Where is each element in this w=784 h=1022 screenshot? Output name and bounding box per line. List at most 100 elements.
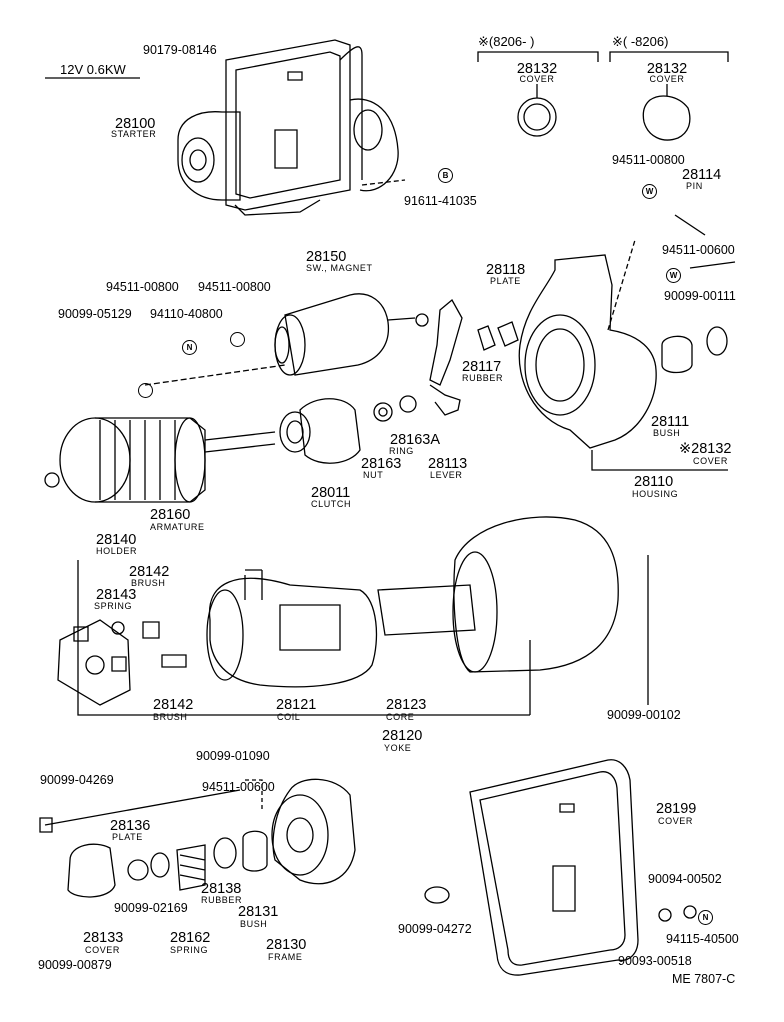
part-94511-00600-a: 94511-00600 — [662, 243, 735, 257]
part-28130-number: 28130 — [266, 937, 307, 953]
part-28110-number: 28110 — [634, 474, 674, 490]
part-28132-c-name: COVER — [693, 456, 729, 466]
part-90099-00111: 90099-00111 — [664, 289, 736, 303]
part-90099-05129: 90099-05129 — [58, 307, 132, 321]
yoke-coil-core-drawing — [207, 517, 648, 705]
part-28160-name: ARMATURE — [150, 522, 205, 532]
cover-28132-drawings — [518, 84, 690, 140]
spec-label: 12V 0.6KW — [60, 62, 126, 77]
part-28150-number: 28150 — [306, 249, 347, 265]
part-28138-number: 28138 — [201, 881, 242, 897]
part-28163-name: NUT — [363, 470, 384, 480]
part-28118-number: 28118 — [486, 262, 526, 278]
brush-holder-drawing — [58, 560, 530, 715]
part-28131-number: 28131 — [238, 904, 279, 920]
part-94511-00800-c: 94511-00800 — [198, 280, 271, 294]
symbol-n-a: N — [182, 340, 197, 355]
part-28118-name: PLATE — [490, 276, 521, 286]
part-28163a-number: 28163A — [390, 432, 440, 448]
part-28138-name: RUBBER — [201, 895, 243, 905]
diagram-code: ME 7807-C — [672, 972, 736, 986]
symbol-w-a: W — [642, 184, 657, 199]
part-28117-name: RUBBER — [462, 373, 504, 383]
variant-a-label: ※(8206- ) — [478, 34, 535, 49]
part-28131-name: BUSH — [240, 919, 268, 929]
part-28163-number: 28163 — [361, 456, 402, 472]
part-28121-name: COIL — [277, 712, 301, 722]
symbol-w-b: W — [666, 268, 681, 283]
part-28140-name: HOLDER — [96, 546, 138, 556]
part-94511-00600-b: 94511-00600 — [202, 780, 275, 794]
symbol-w-c — [230, 332, 245, 347]
part-90099-00102: 90099-00102 — [607, 708, 681, 722]
part-90094-00502: 90094-00502 — [648, 872, 722, 886]
part-28011-number: 28011 — [311, 485, 351, 501]
part-28142-b-name: BRUSH — [153, 712, 188, 722]
part-28117-number: 28117 — [462, 359, 502, 375]
symbol-w-d — [138, 383, 153, 398]
part-28100-name: STARTER — [111, 129, 157, 139]
header-brackets — [45, 52, 728, 78]
part-28136-number: 28136 — [110, 818, 151, 834]
part-90099-01090: 90099-01090 — [196, 749, 270, 763]
part-28123-name: CORE — [386, 712, 415, 722]
part-28142-a-name: BRUSH — [131, 578, 166, 588]
part-28162-name: SPRING — [170, 945, 209, 955]
part-28132-a-number: 28132 — [516, 61, 558, 77]
part-90099-02169: 90099-02169 — [114, 901, 188, 915]
part-28132-b-number: 28132 — [646, 61, 688, 77]
part-90099-04269: 90099-04269 — [40, 773, 114, 787]
part-28160-number: 28160 — [150, 507, 191, 523]
starter-assembly-drawing — [178, 40, 405, 215]
part-28199-name: COVER — [658, 816, 694, 826]
part-28143-number: 28143 — [96, 587, 137, 603]
symbol-b: B — [438, 168, 453, 183]
part-28140-number: 28140 — [96, 532, 137, 548]
variant-b-label: ※( -8206) — [612, 34, 669, 49]
frame-drawing — [40, 779, 355, 897]
part-28114-number: 28114 — [682, 167, 722, 183]
part-91611-41035: 91611-41035 — [404, 194, 477, 208]
part-94511-00800-a: 94511-00800 — [612, 153, 685, 167]
part-28132-c-number: ※28132 — [679, 441, 732, 457]
part-28114-name: PIN — [686, 181, 703, 191]
part-28113-number: 28113 — [428, 456, 468, 472]
part-90179-08146: 90179-08146 — [143, 43, 217, 57]
part-28123-number: 28123 — [386, 697, 427, 713]
part-28111-number: 28111 — [651, 414, 690, 430]
part-28150-name: SW., MAGNET — [306, 263, 373, 273]
part-28120-number: 28120 — [382, 728, 423, 744]
part-28143-name: SPRING — [94, 601, 133, 611]
part-28110-name: HOUSING — [632, 489, 679, 499]
part-90099-00879: 90099-00879 — [38, 958, 112, 972]
part-94511-00800-b: 94511-00800 — [106, 280, 179, 294]
part-28132-a-name: COVER — [519, 74, 555, 84]
part-28120-name: YOKE — [384, 743, 412, 753]
part-28142-b-number: 28142 — [153, 697, 194, 713]
part-28121-number: 28121 — [276, 697, 317, 713]
magnet-switch-drawing — [145, 294, 428, 385]
part-90093-00518: 90093-00518 — [618, 954, 692, 968]
part-28100-number: 28100 — [115, 116, 156, 132]
part-94110-40800: 94110-40800 — [150, 307, 223, 321]
part-28199-number: 28199 — [656, 801, 697, 817]
part-90099-04272: 90099-04272 — [398, 922, 472, 936]
housing-drawing — [519, 215, 735, 470]
part-28133-name: COVER — [85, 945, 121, 955]
ring-name: RING — [389, 446, 414, 456]
part-28142-a-number: 28142 — [129, 564, 170, 580]
large-cover-drawing — [425, 760, 696, 975]
part-28111-name: BUSH — [653, 428, 681, 438]
part-28132-b-name: COVER — [649, 74, 685, 84]
armature-drawing — [45, 399, 360, 502]
lever-drawing — [374, 300, 518, 421]
part-28130-name: FRAME — [268, 952, 303, 962]
part-28113-name: LEVER — [430, 470, 463, 480]
part-28133-number: 28133 — [83, 930, 124, 946]
part-94115-40500: 94115-40500 — [666, 932, 739, 946]
part-28136-name: PLATE — [112, 832, 143, 842]
part-28162-number: 28162 — [170, 930, 211, 946]
symbol-n-b: N — [698, 910, 713, 925]
part-28011-name: CLUTCH — [311, 499, 352, 509]
